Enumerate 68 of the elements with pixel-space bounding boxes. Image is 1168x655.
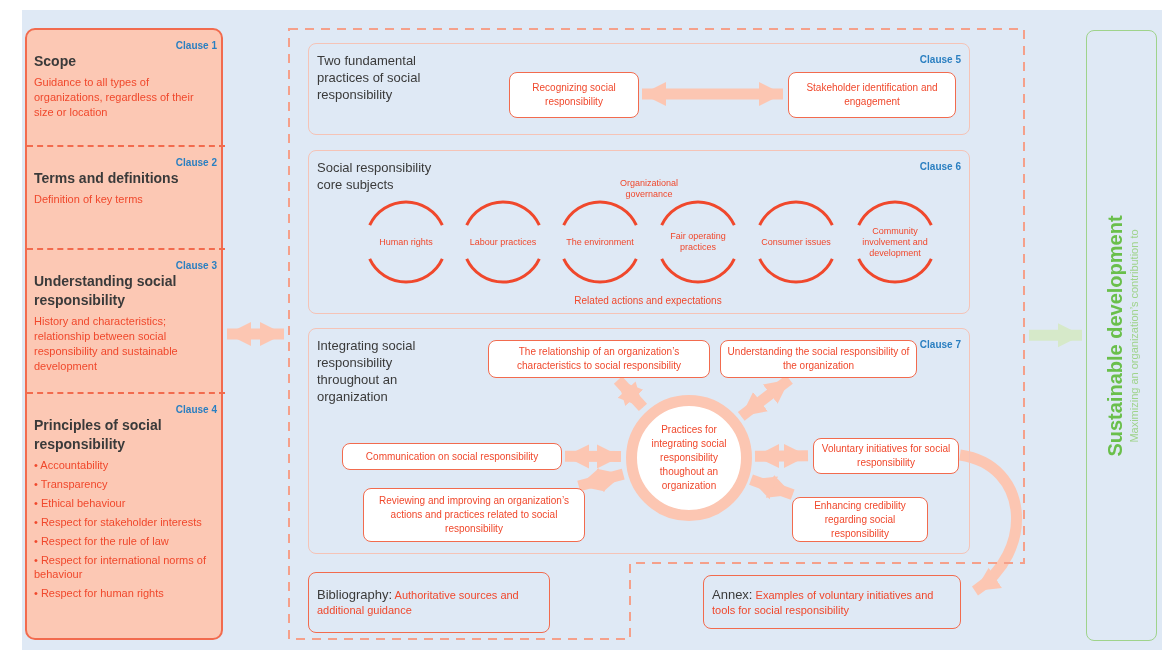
topic-box [720,340,917,378]
goal-heading: Sustainable development [1102,214,1127,457]
section-description: Definition of key terms [34,192,144,207]
topic-box [509,72,639,118]
reference-box [308,572,550,633]
core-subject-label: Organizational governance [618,178,679,200]
topic-box [813,438,959,474]
band-heading: Social responsibility core subjects [317,159,433,193]
core-subject-label: Human rights [379,236,433,248]
core-subject-label: Community involvement and development [861,225,929,259]
core-subject-label: Fair operating practices [669,231,727,253]
box-label: Reviewing and improving an organization’s actions and practices related to social responsibility [378,494,570,536]
box-label: Stakeholder identification and engagement [805,81,939,109]
topic-box [342,443,562,470]
principle-item: • Ethical behaviour [34,496,127,510]
core-subject-label: Related actions and expectations [573,294,723,308]
core-subject-label: Consumer issues [761,236,831,248]
clause-band [308,150,970,314]
box-label: Understanding the social responsibility of the organization [726,345,911,373]
box-label: Voluntary initiatives for social responsibility [820,442,952,470]
double-arrow [958,449,1022,596]
principle-item: • Respect for human rights [34,586,165,600]
section-heading: Principles of social responsibility [34,416,163,454]
section-heading: Terms and definitions [34,169,180,188]
topic-box [488,340,710,378]
box-label: Communication on social responsibility [364,449,540,464]
band-heading: Two fundamental practices of social responsibility [317,52,422,103]
double-arrow [754,443,809,469]
clause-label: Clause 4 [175,403,217,417]
topic-box [788,72,956,118]
clause-label: Clause 7 [919,338,961,352]
double-arrow [564,444,622,469]
double-arrow [1029,323,1082,348]
principle-item: • Transparency [34,477,109,491]
dashed-frame [288,28,1025,640]
principle-item: • Respect for the rule of law [34,534,170,548]
section-description: History and characteristics; relationship between social responsibility and sustainable development [34,314,179,374]
principle-item: • Accountability [34,458,110,472]
section-description: Guidance to all types of organizations, regardless of their size or location [34,75,195,120]
box-label: Recognizing social responsibility [531,81,617,109]
clause-label: Clause 2 [175,156,217,170]
clause-label: Clause 1 [175,39,217,53]
principle-item: • Respect for stakeholder interests [34,515,203,529]
reference-text: Bibliography: Authoritative sources and additional guidance [316,587,520,618]
reference-text: Annex: Examples of voluntary initiatives and tools for social responsibility [711,586,935,618]
clause-label: Clause 5 [919,53,961,67]
principle-item: • Respect for international norms of behaviour [34,553,207,581]
clauses-panel [25,28,223,640]
double-arrow [577,468,625,493]
clause-label: Clause 3 [175,259,217,273]
goal-frame [1086,30,1157,641]
double-arrow [642,81,783,107]
clause-band [308,43,970,135]
double-arrow [227,321,284,347]
box-label: Enhancing credibility regarding social responsibility [813,498,907,541]
reference-box [703,575,961,629]
box-label: The relationship of an organization’s characteristics to social responsibility [516,345,682,373]
clause-label: Clause 6 [919,160,961,174]
core-subject-label: Labour practices [469,236,537,248]
clause-band [308,328,970,554]
core-subject-label: The environment [566,236,634,248]
band-heading: Integrating social responsibility throughout an organization [317,337,417,405]
section-heading: Scope [34,52,77,71]
section-heading: Understanding social responsibility [34,272,178,310]
topic-box [792,497,928,542]
topic-box [363,488,585,542]
goal-subtitle: Maximizing an organization’s contribution to [1126,228,1141,443]
box-label: Practices for integrating social responsibility thoughout an organization [650,423,728,493]
